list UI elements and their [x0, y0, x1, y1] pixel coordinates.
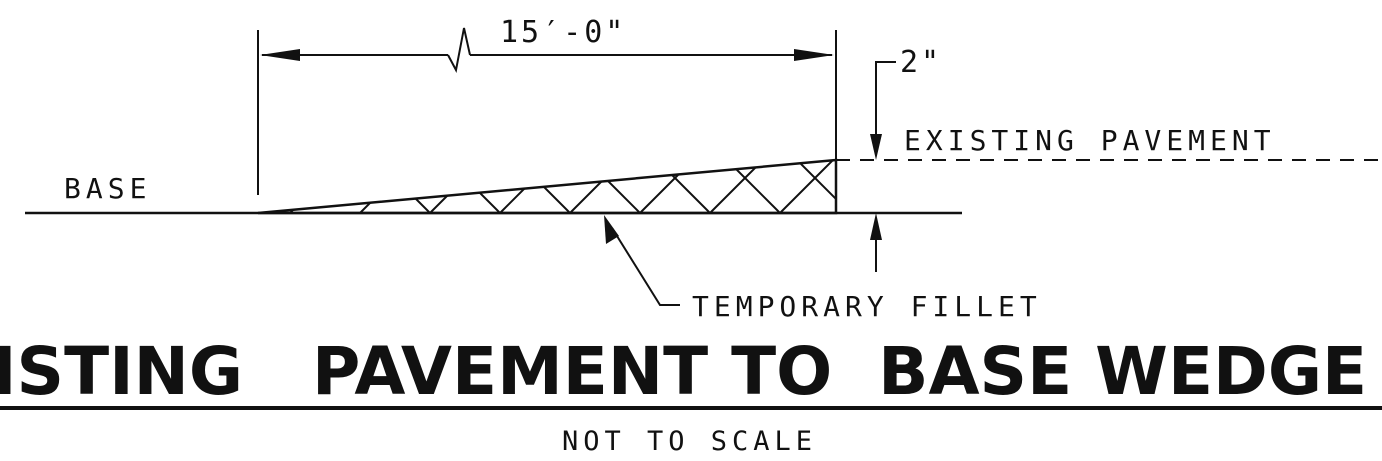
wedge-hatching [289, 160, 836, 213]
existing-pavement-label: EXISTING PAVEMENT [904, 124, 1276, 157]
dimension-depth-label: 2" [900, 45, 942, 80]
dimension-depth-leader [870, 61, 896, 272]
arrowhead-left [260, 49, 300, 61]
temporary-fillet-label: TEMPORARY FILLET [692, 290, 1042, 323]
base-label: BASE [64, 172, 151, 205]
fillet-leader [604, 215, 680, 306]
detail-title: ISTING PAVEMENT TO BASE WEDGE DETAI [0, 333, 1382, 410]
dimension-length-label: 15′-0" [500, 15, 626, 50]
scale-note: NOT TO SCALE [562, 426, 817, 457]
dimension-line-length [260, 27, 834, 73]
wedge-outline [257, 158, 838, 215]
arrowhead-right [794, 49, 834, 61]
